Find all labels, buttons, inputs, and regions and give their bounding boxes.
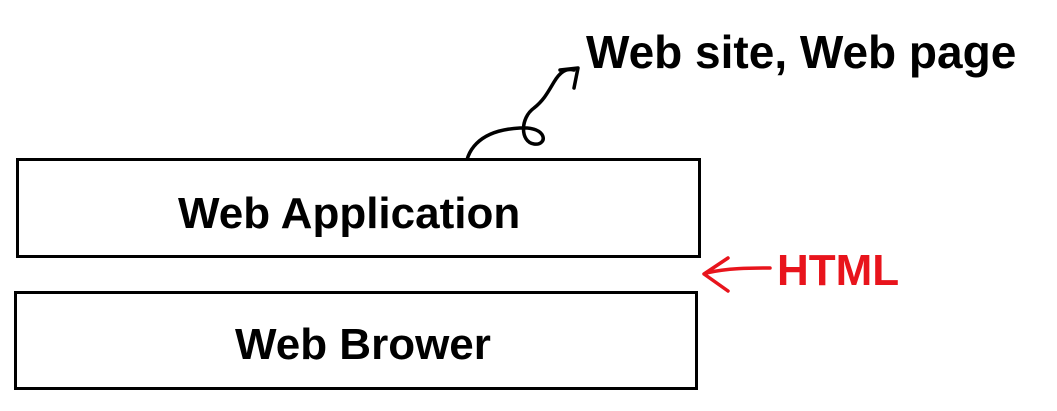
web-browser-label: Web Brower [235, 320, 491, 369]
web-application-layer: Web Application [16, 158, 701, 258]
html-arrow [702, 256, 772, 293]
web-browser-layer: Web Brower [14, 291, 698, 390]
web-application-label: Web Application [178, 189, 521, 238]
html-annotation: HTML [777, 246, 900, 295]
website-webpage-annotation: Web site, Web page [586, 26, 1017, 78]
